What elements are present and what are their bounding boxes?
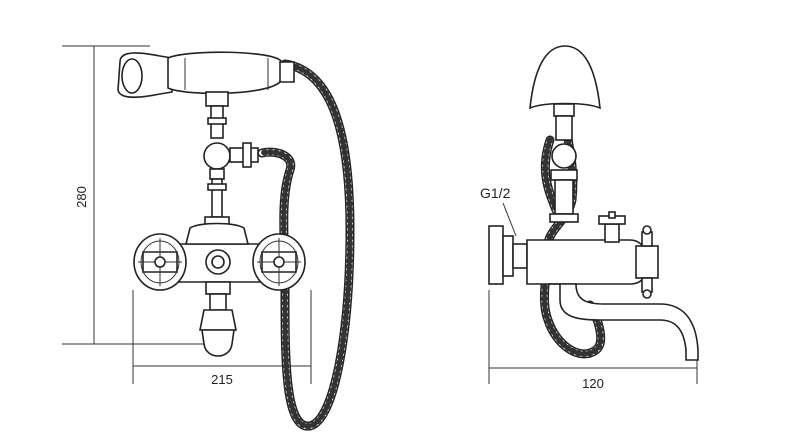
front-view: 280 215 <box>62 45 355 431</box>
height-label: 280 <box>74 186 89 208</box>
handset-front <box>117 51 295 107</box>
spout-side <box>548 283 699 361</box>
thread-callout: G1/2 <box>480 185 517 237</box>
spout-front <box>199 281 237 357</box>
width-dimension: 215 <box>132 290 312 387</box>
side-view: 120 G1/2 <box>480 45 699 391</box>
height-dimension: 280 <box>62 45 205 345</box>
thread-label: G1/2 <box>480 185 511 201</box>
right-cross-handle <box>252 233 306 291</box>
riser-front <box>203 105 259 226</box>
left-cross-handle <box>133 233 187 291</box>
riser-side <box>549 115 579 223</box>
width-label: 215 <box>211 372 233 387</box>
handset-side <box>529 45 601 117</box>
wall-flange <box>488 225 528 285</box>
shower-hose-front <box>257 59 355 431</box>
depth-label: 120 <box>582 376 604 391</box>
mixer-body-side <box>526 211 659 299</box>
